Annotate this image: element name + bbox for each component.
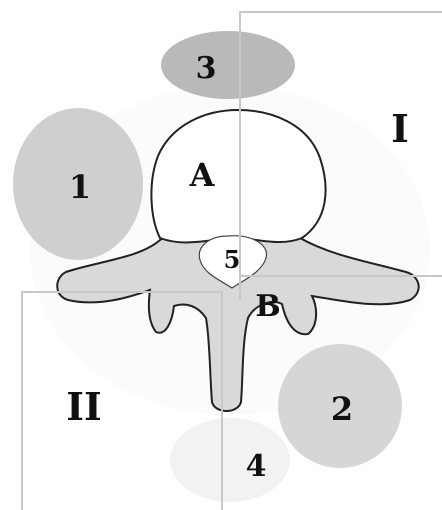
region-3-ellipse [161, 31, 295, 99]
part-B-label: B [255, 289, 280, 324]
zone-II-label: II [66, 384, 102, 429]
region-4-ellipse [170, 418, 290, 502]
zone-I-label: I [391, 106, 409, 151]
region-4-label: 4 [246, 449, 267, 484]
region-2-label: 2 [331, 390, 353, 428]
region-5-label: 5 [224, 245, 241, 274]
region-1-label: 1 [69, 168, 91, 206]
region-3-label: 3 [196, 51, 217, 86]
part-A-label: A [189, 156, 216, 194]
vertebral-body [151, 110, 325, 242]
